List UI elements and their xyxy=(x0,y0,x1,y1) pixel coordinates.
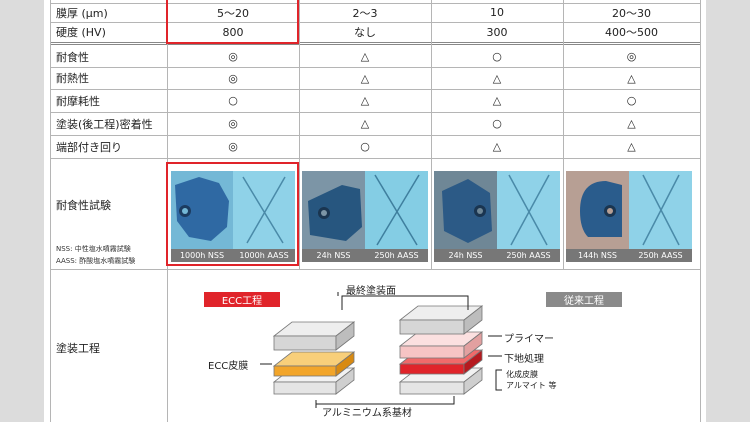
rating-edge-2: ○ xyxy=(360,140,370,153)
rating-heat-4: △ xyxy=(627,71,636,85)
test-photo-aass-2 xyxy=(365,171,428,249)
primer-label: プライマー xyxy=(504,334,554,345)
right-margin xyxy=(706,0,750,422)
corroded-part-icon xyxy=(308,185,362,241)
rating-adhesion-ecc: ◎ xyxy=(228,117,238,130)
header-divider xyxy=(50,42,700,45)
cell-thickness-ecc: 5～20 xyxy=(217,6,249,20)
row-divider xyxy=(50,135,700,136)
rating-wear-ecc: ○ xyxy=(228,94,238,107)
row-label-edge: 端部付き回り xyxy=(56,140,122,154)
rating-adhesion-4: △ xyxy=(627,117,636,130)
test-photo-nss-2 xyxy=(302,171,365,249)
caption-aass-4: 250h AASS xyxy=(629,249,692,262)
rating-heat-3: △ xyxy=(492,71,502,85)
column-divider xyxy=(299,0,300,269)
rating-corrosion-2: △ xyxy=(360,50,370,63)
row-label-corrosion: 耐食性 xyxy=(56,50,89,64)
note-aass: AASS: 酢酸塩水噴霧試験 xyxy=(56,257,136,265)
test-photo-nss-3 xyxy=(434,171,497,249)
conversion-note-2: アルマイト 等 xyxy=(506,381,557,390)
rating-heat-2: △ xyxy=(360,71,370,85)
rating-heat-ecc: ◎ xyxy=(228,71,238,85)
rating-wear-2: △ xyxy=(360,94,370,107)
row-label-thickness: 膜厚 (µm) xyxy=(56,6,108,20)
topcoat-label: 最終塗装面 xyxy=(346,286,396,297)
ecc-layer-stack xyxy=(272,321,356,395)
row-divider xyxy=(50,89,700,90)
caption-aass-3: 250h AASS xyxy=(497,249,560,262)
conventional-layer-stack xyxy=(398,305,484,395)
ecc-highlight-photos xyxy=(166,162,299,266)
rating-adhesion-2: △ xyxy=(360,117,370,130)
pretreatment-label: 下地処理 xyxy=(504,354,544,365)
rating-adhesion-3: ○ xyxy=(492,117,502,130)
column-divider xyxy=(431,0,432,269)
ecc-highlight-top xyxy=(166,0,299,44)
painting-process-diagram xyxy=(204,292,622,408)
corroded-part-icon xyxy=(175,177,229,241)
leader-lines xyxy=(260,292,502,408)
row-divider xyxy=(50,22,700,23)
substrate-label: アルミニウム系基材 xyxy=(322,408,412,419)
corroded-part-icon xyxy=(442,179,492,243)
row-label-hardness: 硬度 (HV) xyxy=(56,26,106,39)
test-photo-nss-4 xyxy=(566,171,629,249)
caption-nss-2: 24h NSS xyxy=(302,249,365,262)
rating-edge-4: △ xyxy=(627,140,636,153)
scribed-panel-icon xyxy=(508,174,550,246)
row-divider xyxy=(50,158,700,159)
rating-wear-3: △ xyxy=(492,94,502,107)
column-divider xyxy=(700,0,701,422)
row-label-painting: 塗装工程 xyxy=(56,342,100,355)
row-divider xyxy=(50,67,700,68)
row-divider xyxy=(50,269,700,270)
row-label-wear: 耐摩耗性 xyxy=(56,94,100,108)
rating-edge-ecc: ◎ xyxy=(228,140,238,153)
scribed-panel-icon xyxy=(374,174,420,246)
cell-hardness-2: なし xyxy=(354,26,376,39)
row-label-adhesion: 塗装(後工程)密着性 xyxy=(56,117,153,131)
note-nss: NSS: 中性塩水噴霧試験 xyxy=(56,245,131,253)
rating-corrosion-3: ○ xyxy=(492,50,502,63)
test-photo-nss-1 xyxy=(171,171,233,249)
test-photo-aass-1 xyxy=(233,171,295,249)
scribed-panel-icon xyxy=(242,176,286,244)
row-label-heat: 耐熱性 xyxy=(56,72,89,85)
cell-thickness-2: 2～3 xyxy=(352,6,378,20)
test-photo-aass-4 xyxy=(629,171,692,249)
conventional-process-tag xyxy=(546,292,622,307)
caption-nss-3: 24h NSS xyxy=(434,249,497,262)
ecc-process-tag xyxy=(204,292,280,307)
caption-nss-4: 144h NSS xyxy=(566,249,629,262)
caption-aass-1: 1000h AASS xyxy=(233,249,295,262)
cell-hardness-ecc: 800 xyxy=(222,25,244,39)
corroded-part-icon xyxy=(580,181,622,237)
scribed-panel-icon xyxy=(642,174,680,246)
conventional-process-label: 従来工程 xyxy=(564,296,604,307)
row-divider xyxy=(50,112,700,113)
test-photo-aass-3 xyxy=(497,171,560,249)
column-divider xyxy=(563,0,564,269)
ecc-process-label: ECC工程 xyxy=(221,296,263,307)
row-divider xyxy=(50,3,700,4)
row-label-corrosion-test: 耐食性試験 xyxy=(56,199,111,212)
rating-edge-3: △ xyxy=(492,140,502,153)
conversion-note-1: 化成皮膜 xyxy=(506,370,538,379)
rating-corrosion-4: ◎ xyxy=(626,50,637,63)
left-margin xyxy=(0,0,44,422)
ecc-film-label: ECC皮膜 xyxy=(208,361,249,372)
caption-aass-2: 250h AASS xyxy=(365,249,428,262)
rating-corrosion-ecc: ◎ xyxy=(228,50,238,63)
cell-thickness-4: 20～30 xyxy=(612,6,651,20)
cell-hardness-4: 400～500 xyxy=(605,26,658,39)
rating-wear-4: ○ xyxy=(626,94,637,107)
caption-nss-1: 1000h NSS xyxy=(171,249,233,262)
column-divider xyxy=(50,0,51,422)
cell-hardness-3: 300 xyxy=(486,25,508,39)
cell-thickness-3: 10 xyxy=(490,6,504,19)
